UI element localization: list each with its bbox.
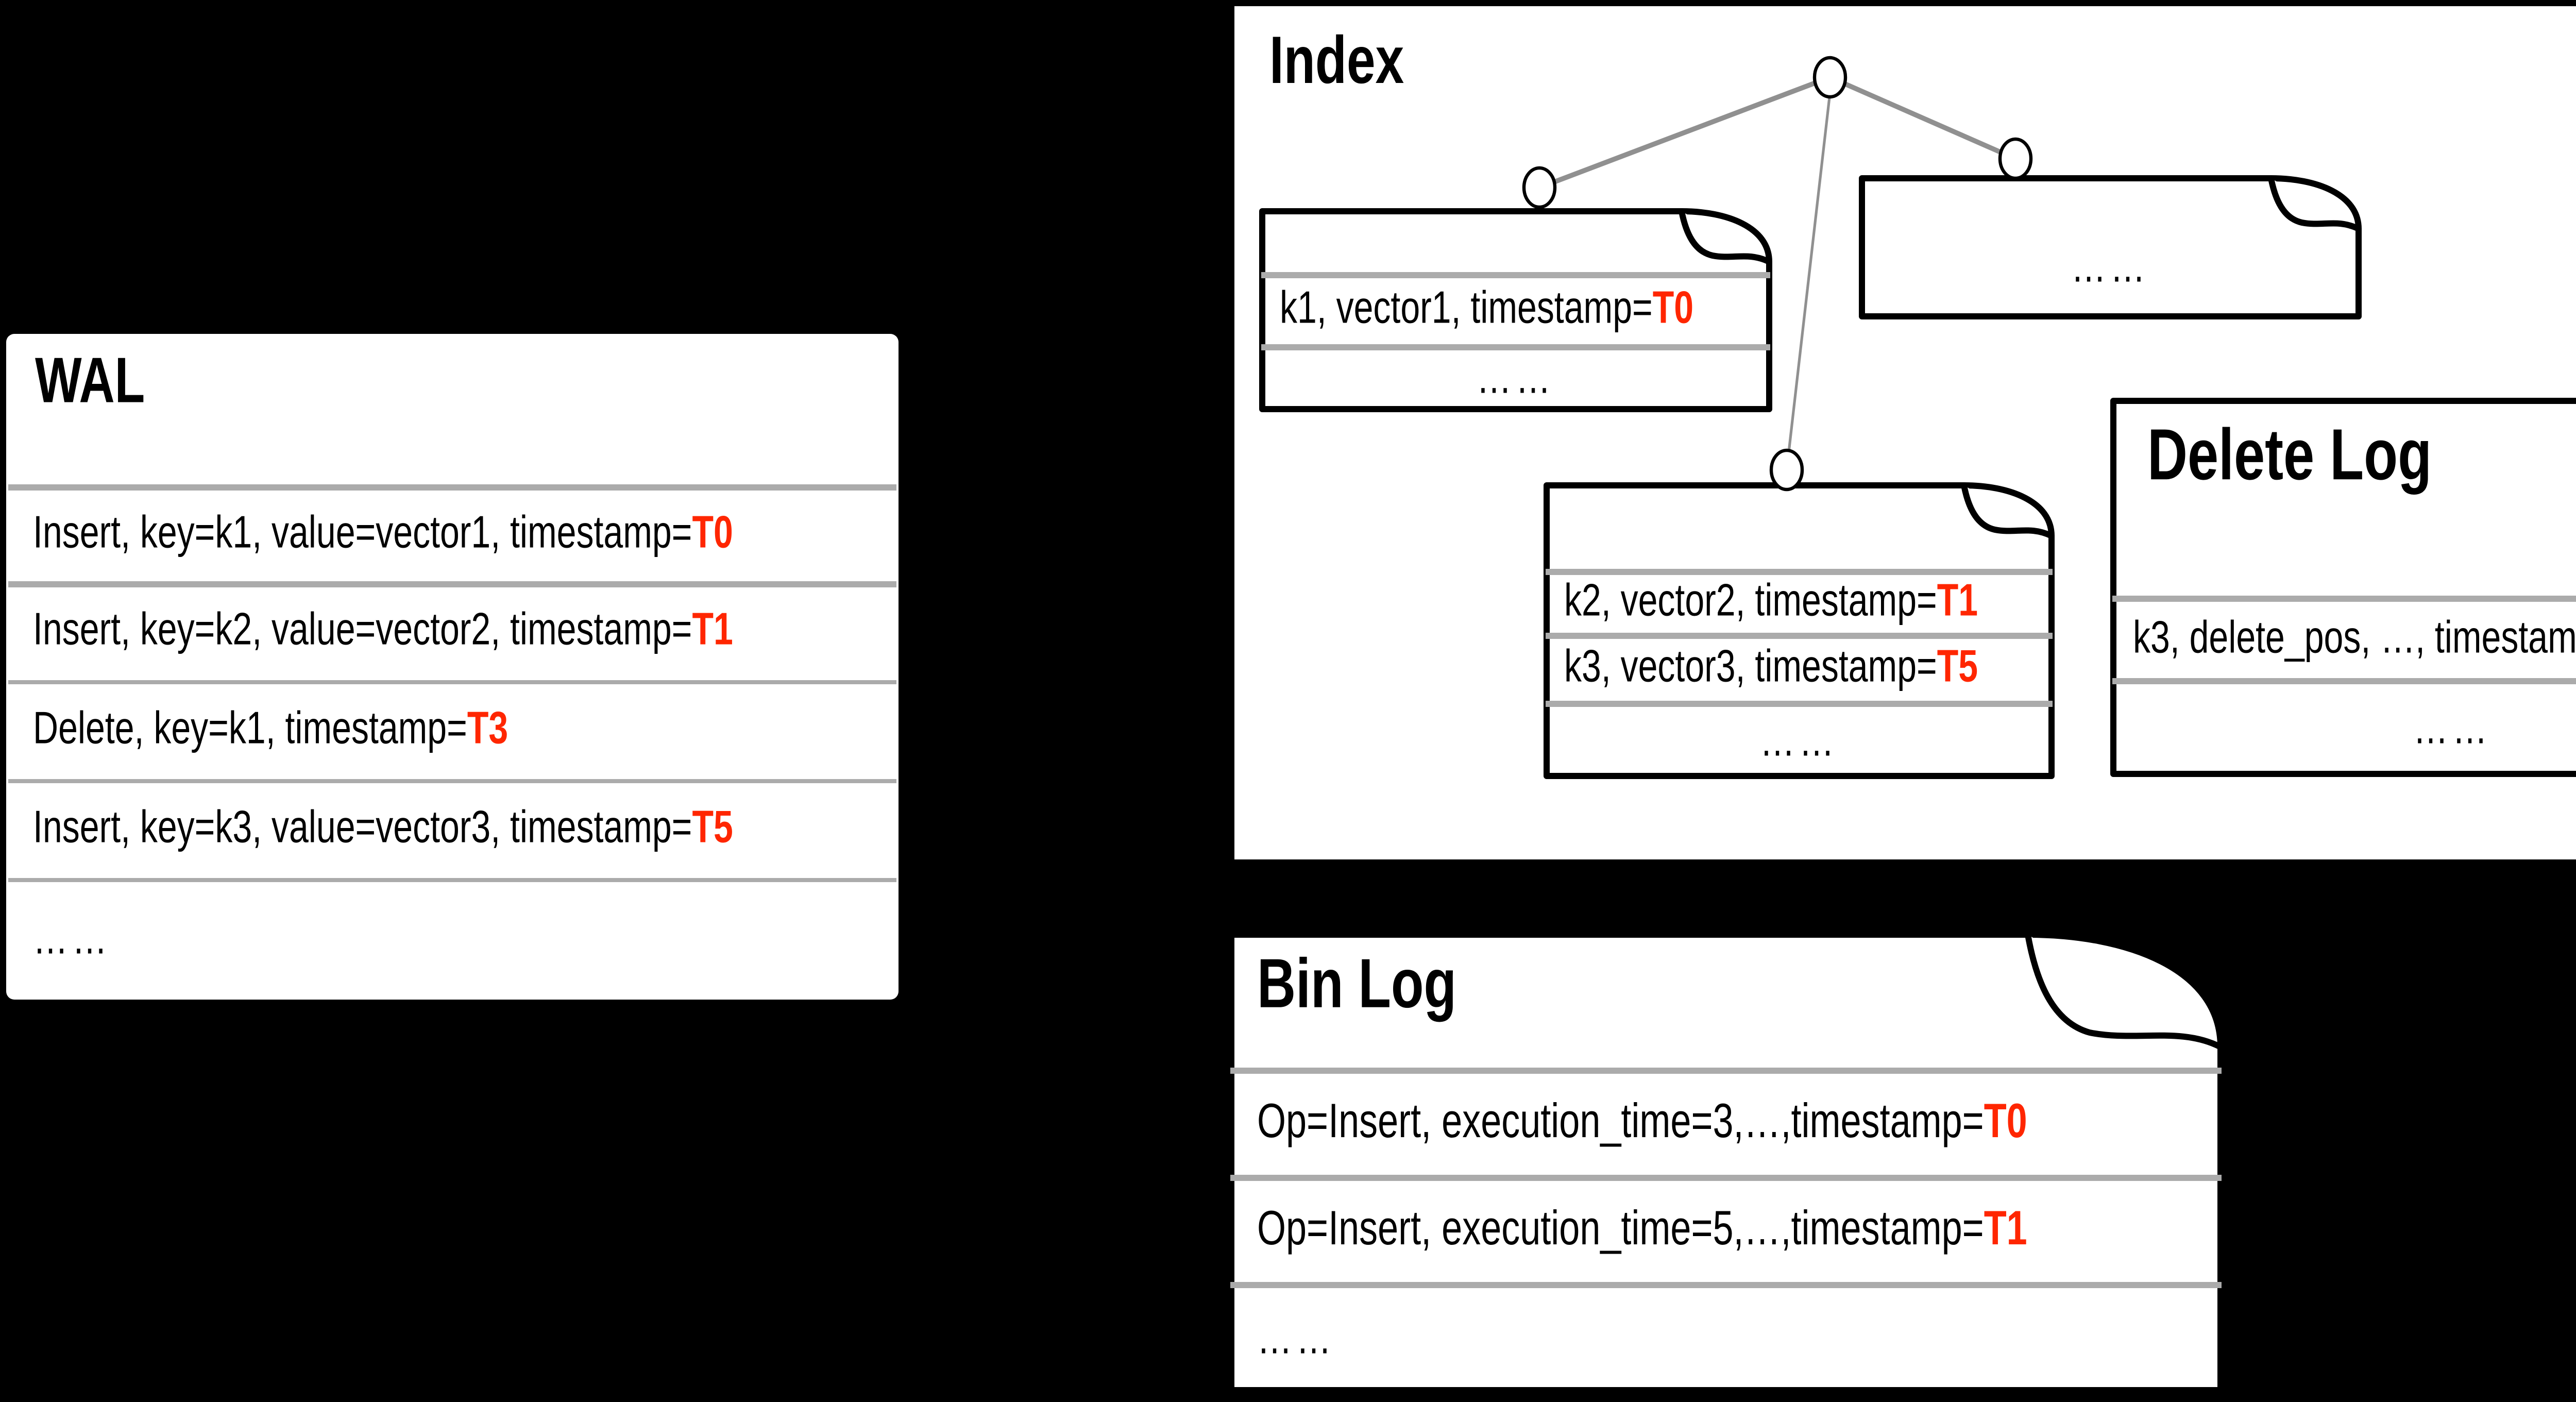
index-right-page: ……: [1859, 175, 2362, 319]
wal-row-text: Insert, key=k2, value=vector2, timestamp…: [33, 604, 692, 656]
wal-row: Delete, key=k1, timestamp=T3: [6, 679, 899, 778]
index-middle-page: k2, vector2, timestamp=T1 k3, vector3, t…: [1544, 482, 2055, 779]
ellipsis-text: ……: [1257, 1312, 1335, 1363]
wal-row-timestamp: T3: [467, 703, 509, 754]
divider: [1546, 569, 2053, 574]
entry-timestamp: T5: [1937, 641, 1978, 692]
entry-timestamp: T1: [1937, 575, 1978, 627]
wal-row-timestamp: T5: [692, 802, 733, 853]
index-ellipsis-row: ……: [1259, 344, 1772, 412]
divider: [1230, 1175, 2222, 1180]
wal-row: Insert, key=k1, value=vector1, timestamp…: [6, 484, 899, 581]
wal-row-text: Delete, key=k1, timestamp=: [33, 703, 467, 754]
wal-row-text: Insert, key=k1, value=vector1, timestamp…: [33, 507, 692, 559]
divider: [8, 877, 896, 882]
page-shape: [1859, 175, 2362, 319]
tree-edge-root-right: [1829, 75, 2016, 161]
entry-text: Op=Insert, execution_time=5,…,timestamp=: [1257, 1202, 1984, 1255]
entry-text: k3, delete_pos, …, timestamp=: [2133, 611, 2576, 663]
page-shape: [1259, 208, 1772, 412]
entry-text: k1, vector1, timestamp=: [1280, 282, 1653, 334]
ellipsis-text: ……: [1477, 352, 1555, 404]
index-entry-row: k3, vector3, timestamp=T5: [1544, 633, 2055, 701]
divider: [1230, 1282, 2222, 1287]
wal-box: WAL Insert, key=k1, value=vector1, times…: [6, 334, 899, 1000]
index-ellipsis-row: ……: [1544, 701, 2055, 779]
ellipsis-text: ……: [33, 912, 111, 964]
divider: [8, 484, 896, 489]
delete-log-ellipsis-row: ……: [2110, 678, 2576, 777]
tree-node-right: [1998, 137, 2033, 180]
delete-log-title: Delete Log: [2110, 398, 2432, 513]
divider: [2112, 678, 2576, 683]
delete-log-page: Delete Log k3, delete_pos, …, timestamp=…: [2110, 398, 2576, 777]
bin-log-page: Bin Log Op=Insert, execution_time=3,…,ti…: [1228, 932, 2224, 1393]
ellipsis-text: ……: [2071, 240, 2149, 292]
wal-row: Insert, key=k2, value=vector2, timestamp…: [6, 581, 899, 679]
divider: [2112, 596, 2576, 601]
tree-node-left: [1522, 166, 1557, 209]
divider: [8, 778, 896, 783]
delete-log-row: k3, delete_pos, …, timestamp=T3: [2110, 596, 2576, 678]
entry-timestamp: T1: [1984, 1202, 2027, 1255]
entry-text: k2, vector2, timestamp=: [1564, 575, 1937, 627]
wal-title: WAL: [6, 334, 145, 433]
delete-log-title-text: Delete Log: [2147, 414, 2432, 495]
entry-text: Op=Insert, execution_time=3,…,timestamp=: [1257, 1094, 1984, 1148]
bin-log-ellipsis-row: ……: [1228, 1282, 2224, 1393]
wal-row: Insert, key=k3, value=vector3, timestamp…: [6, 778, 899, 877]
entry-text: k3, vector3, timestamp=: [1564, 641, 1937, 692]
index-panel: Index k1, vector1, timestamp=T0 ……: [1234, 6, 2576, 859]
wal-row-timestamp: T1: [692, 604, 733, 656]
index-title-text: Index: [1269, 24, 1404, 99]
entry-timestamp: T0: [1984, 1094, 2027, 1148]
ellipsis-text: ……: [1760, 714, 1838, 766]
tree-edge-root-middle: [1785, 92, 1832, 470]
index-entry-row: k1, vector1, timestamp=T0: [1259, 272, 1772, 344]
wal-row-ellipsis: ……: [6, 877, 899, 999]
page-shape: [1228, 932, 2224, 1393]
index-left-page: k1, vector1, timestamp=T0 ……: [1259, 208, 1772, 412]
divider: [1546, 633, 2053, 638]
entry-timestamp: T0: [1652, 282, 1694, 334]
wal-row-timestamp: T0: [692, 507, 733, 559]
divider: [1261, 272, 1770, 277]
bin-log-row: Op=Insert, execution_time=5,…,timestamp=…: [1228, 1175, 2224, 1282]
wal-row-text: Insert, key=k3, value=vector3, timestamp…: [33, 802, 692, 853]
index-title: Index: [1234, 6, 1404, 120]
wal-title-text: WAL: [35, 346, 145, 418]
bin-log-title-text: Bin Log: [1257, 943, 1457, 1023]
index-entry-row: k2, vector2, timestamp=T1: [1544, 569, 2055, 633]
bin-log-row: Op=Insert, execution_time=3,…,timestamp=…: [1228, 1068, 2224, 1175]
ellipsis-text: ……: [2413, 702, 2492, 753]
divider: [8, 679, 896, 684]
divider: [1230, 1068, 2222, 1073]
index-ellipsis-row: ……: [1859, 212, 2362, 319]
divider: [1546, 701, 2053, 706]
tree-node-root: [1812, 56, 1848, 99]
tree-edge-root-left: [1538, 75, 1831, 190]
divider: [1261, 344, 1770, 349]
bin-log-title: Bin Log: [1228, 932, 1456, 1035]
divider: [8, 581, 896, 586]
